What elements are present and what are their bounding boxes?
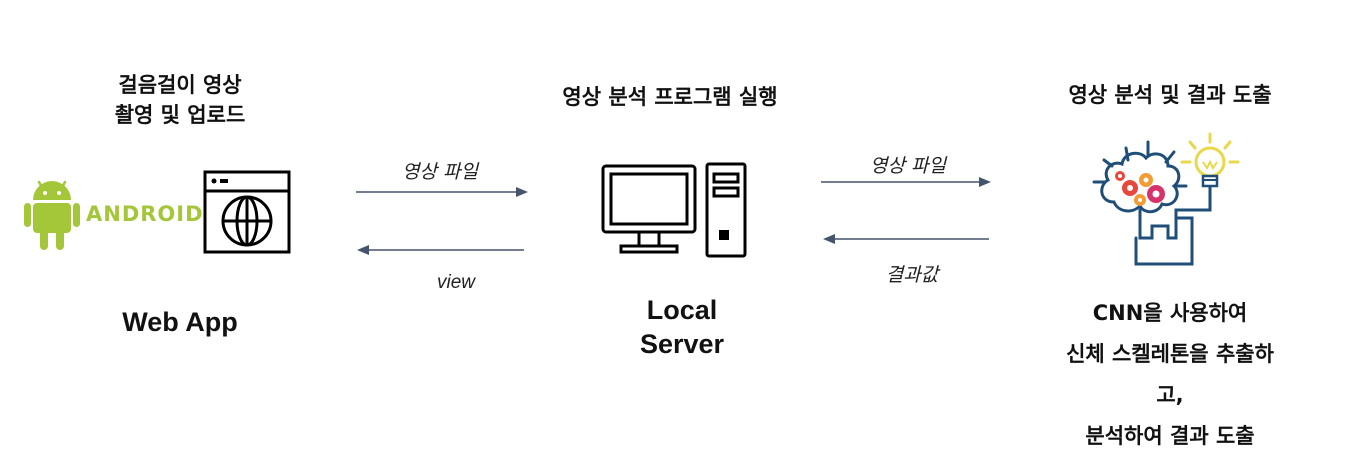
arrow-analysis-to-server [823,234,989,244]
arrow-server-to-app [357,245,524,255]
analysis-desc-line1: CNN을 사용하여 [1092,301,1248,325]
computer-tower-icon [705,162,747,258]
to-app-label: view [436,272,475,293]
to-server-label: 영상 파일 [402,161,478,183]
local-server-line1: Local [646,295,718,325]
arrow-app-to-server [356,187,528,197]
web-app-caption: Web App [122,307,238,337]
android-wordmark-text: ANDROID [86,202,204,226]
to-server-result-label: 결과값 [885,264,939,286]
arrow-server-to-analysis [821,177,991,187]
analysis-description: CNN을 사용하여 신체 스켈레톤을 추출하 고, 분석하여 결과 도출 [1010,293,1330,457]
analysis-desc-line3: 고, [1156,383,1184,407]
app-title-line1: 걸음걸이 영상 [118,73,242,97]
server-section-title: 영상 분석 프로그램 실행 [562,85,778,109]
local-server-caption: Local Server [582,293,782,361]
brain-lightbulb-icon [1092,132,1240,266]
analysis-desc-line4: 분석하여 결과 도출 [1085,424,1255,448]
android-wordmark-icon: ANDROID [86,202,203,226]
android-robot-icon [24,180,80,250]
analysis-desc-line2: 신체 스켈레톤을 추출하 [1066,342,1274,366]
app-section-title: 걸음걸이 영상 촬영 및 업로드 [60,70,300,130]
analysis-section-title: 영상 분석 및 결과 도출 [1068,83,1272,107]
web-browser-icon [203,170,291,254]
computer-monitor-icon [601,164,697,254]
local-server-line2: Server [639,329,725,359]
app-title-line2: 촬영 및 업로드 [114,103,246,127]
to-analysis-label: 영상 파일 [870,155,946,177]
